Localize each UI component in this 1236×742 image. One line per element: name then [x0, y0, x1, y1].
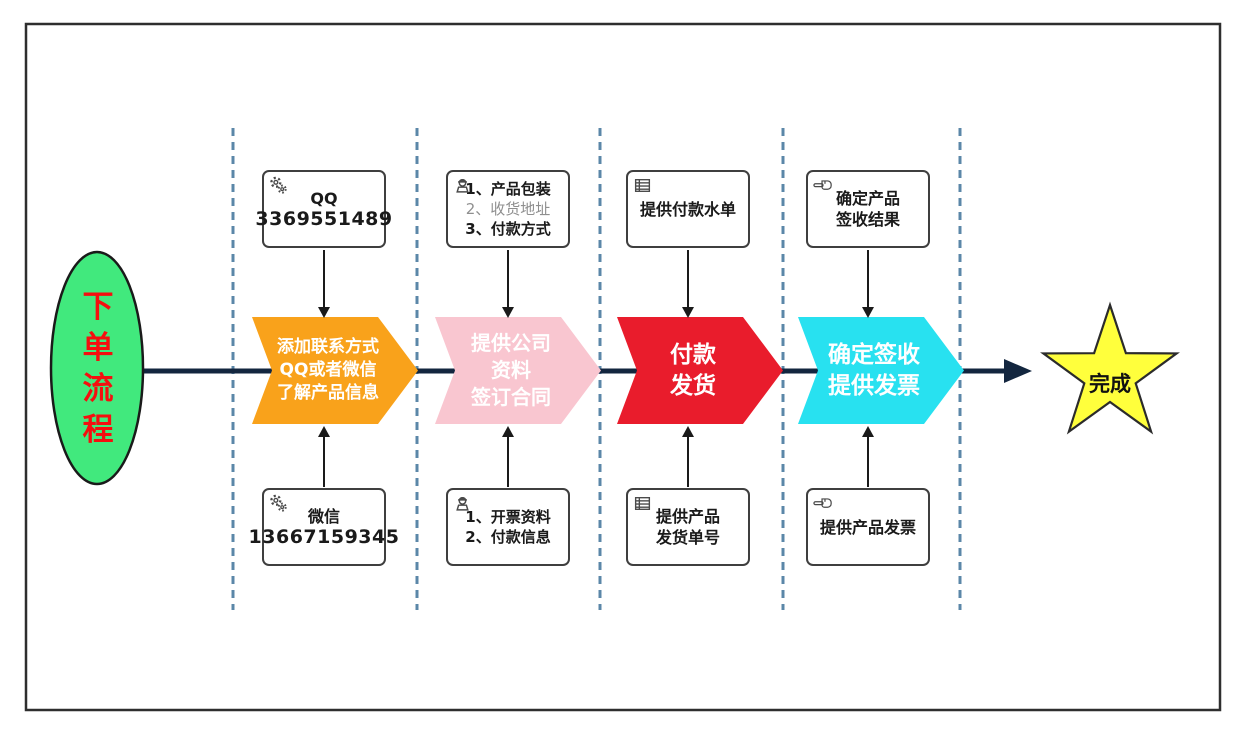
note-line: 2、收货地址 [465, 200, 551, 218]
step-chevron-contact [252, 317, 418, 424]
pointing-hand-icon [813, 180, 832, 190]
step-chevron-contract [435, 317, 601, 424]
note-line: QQ [310, 189, 338, 208]
top-connector-arrowheads [318, 307, 874, 318]
note-line: 1、开票资料 [465, 508, 551, 526]
note-box-invoice-info: 1、开票资料 2、付款信息 [446, 488, 570, 566]
note-box-product-invoice: 提供产品发票 [806, 488, 930, 566]
end-star-node [1040, 301, 1180, 435]
main-flow-arrowhead-icon [1004, 359, 1032, 383]
start-node [49, 250, 145, 486]
gears-icon [270, 176, 287, 194]
step-chevron-receipt [798, 317, 964, 424]
note-box-payment-slip: 提供付款水单 [626, 170, 750, 248]
note-line: 签收结果 [835, 210, 900, 229]
note-line: 微信 [307, 507, 340, 526]
step-label-contact: 添加联系方式 QQ或者微信 了解产品信息 [277, 337, 379, 403]
note-line: 提供产品 [655, 507, 720, 526]
note-box-wechat: 微信 13667159345 [249, 488, 399, 566]
note-box-confirm-receipt: 确定产品 签收结果 [806, 170, 930, 248]
note-line: 提供付款水单 [639, 199, 736, 219]
end-star-label: 完成 [1089, 372, 1131, 396]
bottom-connector-arrowheads [318, 426, 874, 437]
table-icon [634, 497, 651, 510]
note-line: 发货单号 [655, 528, 720, 547]
note-box-shipping-number: 提供产品 发货单号 [626, 488, 750, 566]
bottom-connectors [323, 436, 869, 487]
start-node-label: 下 单 流 程 [82, 289, 114, 448]
note-line: 提供产品发票 [819, 517, 916, 537]
top-connectors [323, 250, 869, 308]
step-label-payment: 付款 发货 [670, 341, 716, 399]
step-label-contract: 提供公司 资料 签订合同 [471, 331, 551, 409]
note-line: 1、产品包装 [465, 180, 551, 198]
worker-icon [456, 496, 469, 511]
step-chevron-payment [617, 317, 783, 424]
gears-icon [270, 494, 287, 512]
worker-icon [456, 178, 469, 193]
outer-border [24, 22, 1222, 712]
note-box-qq: QQ 3369551489 [255, 170, 392, 248]
step-label-receipt: 确定签收 提供发票 [828, 341, 920, 399]
table-icon [634, 179, 651, 192]
note-line: 3369551489 [255, 208, 393, 230]
pointing-hand-icon [813, 498, 832, 508]
note-line: 3、付款方式 [465, 220, 551, 238]
note-line: 13667159345 [248, 526, 400, 548]
note-line: 确定产品 [835, 189, 900, 208]
note-box-order-info: 1、产品包装 2、收货地址 3、付款方式 [446, 170, 570, 248]
note-line: 2、付款信息 [465, 528, 551, 546]
